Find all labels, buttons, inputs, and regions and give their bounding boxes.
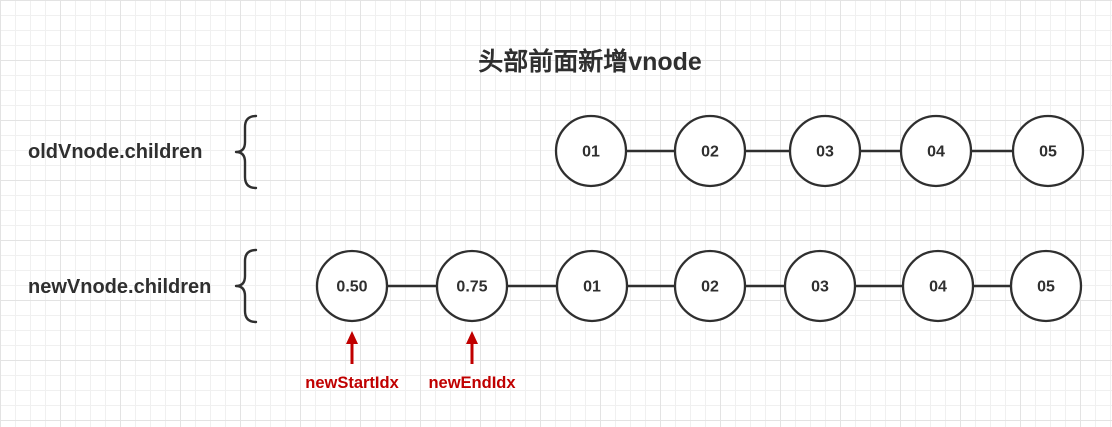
- pointer-new-end-idx: newEndIdx: [428, 331, 516, 392]
- node-label: 02: [701, 279, 719, 296]
- node-label: 01: [582, 144, 600, 161]
- node-label: 02: [701, 144, 719, 161]
- node-label: 01: [583, 279, 601, 296]
- node-label: 04: [927, 144, 945, 161]
- curly-brace-new: [234, 248, 258, 324]
- pointer-new-start-idx: newStartIdx: [305, 331, 400, 392]
- new-children-node-list: 0.50 0.75 01 02 03 04 05: [315, 249, 1083, 323]
- node-label: 05: [1037, 279, 1055, 296]
- arrow-up-head-icon: [346, 331, 358, 344]
- curly-brace-old: [234, 114, 258, 190]
- arrow-up-head-icon: [466, 331, 478, 344]
- node-label: 0.50: [336, 279, 367, 296]
- pointer-label-new-start-idx: newStartIdx: [305, 374, 399, 392]
- node-circle: [1009, 249, 1083, 323]
- diagram-title: 头部前面新增vnode: [478, 47, 702, 76]
- pointer-label-new-end-idx: newEndIdx: [428, 374, 516, 392]
- node-label: 05: [1039, 144, 1057, 161]
- node-label: 04: [929, 279, 947, 296]
- row-label-newvnode-children: newVnode.children: [28, 276, 211, 298]
- node-circle: [1011, 114, 1085, 188]
- node-label: 03: [816, 144, 834, 161]
- old-children-node-list: 01 02 03 04 05: [554, 114, 1085, 188]
- row-label-oldvnode-children: oldVnode.children: [28, 141, 202, 163]
- node-label: 0.75: [456, 279, 487, 296]
- node-label: 03: [811, 279, 829, 296]
